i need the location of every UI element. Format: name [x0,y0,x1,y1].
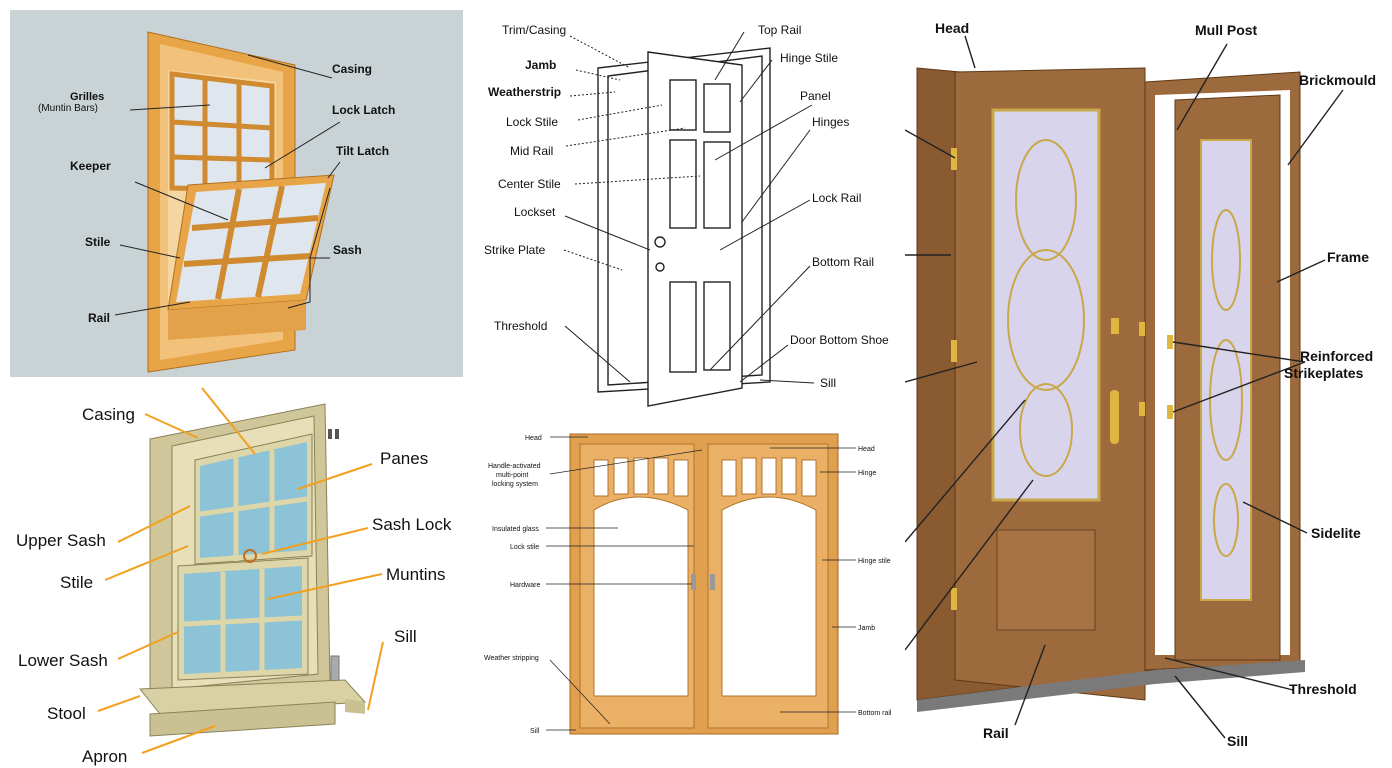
sash-window-diagram: Casing Panes Upper Sash Sash Lock Stile … [0,384,468,768]
label-casing: Casing [332,62,372,76]
label-panes: Panes [380,449,428,468]
label-reinforced: Reinforced [1300,348,1373,364]
french-door-diagram: Head Head Handle-activated multi-point l… [470,424,898,744]
label-muntins: Muntins [386,565,446,584]
label-bottom-rail: Bottom rail [858,710,892,717]
label-lock-rail: Lock Rail [812,191,861,205]
label-weatherstrip: Weatherstrip [488,85,561,99]
label-head: Head [935,20,969,36]
reinforced-strikeplate-upper [1167,335,1173,349]
label-lower-sash: Lower Sash [18,651,108,670]
label-handle-line3: locking system [492,481,538,488]
door-frame [597,47,771,393]
label-hinge-stile: Hinge Stile [780,51,838,65]
label-sidelite: Sidelite [1311,525,1361,541]
hinges [951,148,957,610]
label-insulated-glass: Insulated glass [492,526,539,533]
label-stool: Stool [47,704,86,723]
label-hinges: Hinges [812,115,849,129]
label-keeper: Keeper [70,159,111,173]
label-brickmould: Brickmould [1299,72,1376,88]
label-tilt-latch: Tilt Latch [336,144,389,158]
lever-handle [1111,318,1119,334]
label-center-stile: Center Stile [498,177,561,191]
callout-arrows [97,387,384,754]
door-glass [991,108,1101,502]
label-casing: Casing [82,405,135,424]
door-leaf [647,51,743,407]
sash-lock-icon [243,549,257,563]
label-lock-latch: Lock Latch [332,103,395,117]
label-jamb: Jamb [858,625,875,632]
label-sill: Sill [394,627,417,646]
label-stile: Stile [85,235,111,249]
reinforced-strikeplate-lower [1167,405,1173,419]
label-grilles: Grilles [70,91,104,103]
tilted-lower-sash [167,174,335,311]
label-bottom-rail: Bottom Rail [812,255,874,269]
label-strike-plate: Strike Plate [484,243,546,257]
label-strikeplates: Strikeplates [1284,365,1364,381]
label-sill: Sill [1227,733,1248,749]
handle-right [710,574,715,590]
entry-door-diagram: Head Mull Post Brickmould Frame Reinforc… [905,0,1392,768]
label-threshold: Threshold [1289,681,1357,697]
door-line-diagram: Trim/Casing Jamb Weatherstrip Lock Stile… [470,10,898,410]
label-sill: Sill [530,728,540,735]
label-threshold: Threshold [494,319,547,333]
threshold-sill [917,660,1305,712]
lower-sash [177,557,309,681]
door-lower-panel [996,529,1096,631]
label-hinge: Hinge [858,470,876,477]
label-trim-casing: Trim/Casing [502,23,566,37]
label-apron: Apron [82,747,127,766]
label-hinge-stile: Hinge stile [858,558,891,565]
french-door-illustration: Head Head Handle-activated multi-point l… [484,433,892,735]
apron [149,701,336,737]
upper-sash [194,433,313,565]
door-line-illustration: Trim/Casing Jamb Weatherstrip Lock Stile… [484,23,889,407]
label-muntin-bars: (Muntin Bars) [38,103,98,114]
label-mull-post: Mull Post [1195,22,1258,38]
label-lock-stile: Lock stile [510,544,539,551]
label-sill: Sill [820,376,836,390]
label-upper-sash: Upper Sash [16,531,106,550]
handle-left [691,574,696,590]
sash-window-illustration: Casing Panes Upper Sash Sash Lock Stile … [16,387,452,766]
label-head-right: Head [858,446,875,453]
label-rail: Rail [983,725,1009,741]
sidelite-glass [1200,139,1252,601]
label-handle-line1: Handle-activated [488,463,541,470]
label-panel: Panel [800,89,831,103]
upper-sash-grid [169,71,275,193]
label-stile: Stile [60,573,93,592]
label-head-left: Head [525,435,542,442]
label-top-rail: Top Rail [758,23,801,37]
label-sash-lock: Sash Lock [372,515,452,534]
label-sash: Sash [333,243,362,257]
label-mid-rail: Mid Rail [510,144,553,158]
label-weather-stripping: Weather stripping [484,655,539,662]
label-handle-line2: multi-point [496,472,528,479]
tilt-window-diagram: Casing Grilles (Muntin Bars) Lock Latch … [10,10,463,377]
label-lock-stile: Lock Stile [506,115,558,129]
label-door-bottom-shoe: Door Bottom Shoe [790,333,889,347]
label-hardware: Hardware [510,582,540,589]
label-frame: Frame [1327,249,1369,265]
entry-door-illustration: Head Mull Post Brickmould Frame Reinforc… [905,20,1376,749]
tilt-window-illustration: Casing Grilles (Muntin Bars) Lock Latch … [38,31,395,373]
label-jamb: Jamb [525,58,556,72]
label-lockset: Lockset [514,205,556,219]
label-rail: Rail [88,311,110,325]
